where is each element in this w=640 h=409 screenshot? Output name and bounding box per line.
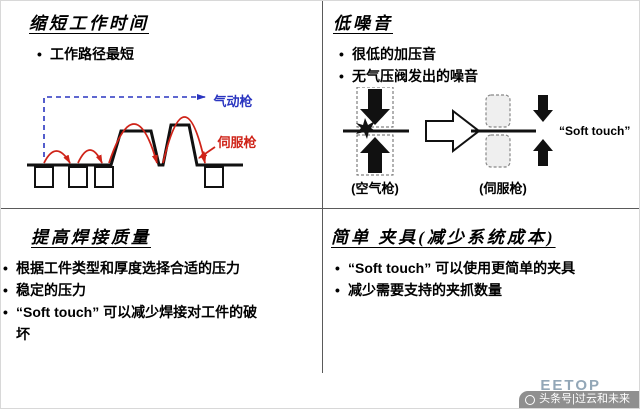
section-title-shorten-work-time: 缩短工作时间 — [29, 14, 149, 33]
servo-gun-caption: (伺服枪) — [479, 181, 527, 196]
clamp-box — [94, 166, 114, 188]
servo-down-force-arrow-icon — [533, 95, 553, 122]
air-gun-caption: (空气枪) — [351, 181, 399, 196]
bullet-item: 减少需要支持的夹抓数量 — [335, 279, 637, 301]
air-electrode-outline-bottom — [356, 134, 394, 176]
watermark-logo-icon — [525, 394, 536, 405]
section-weld-quality: 提高焊接质量 根据工件类型和厚度选择合适的压力 稳定的压力 “Soft touc… — [1, 209, 322, 373]
workpiece-profile — [27, 123, 243, 167]
bullet-item: “Soft touch” 可以减少焊接对工件的破坏 — [3, 301, 259, 345]
servo-hop-arc — [108, 123, 158, 164]
transition-arrow-icon — [425, 108, 481, 154]
path-comparison-diagram: 气动枪 伺服枪 — [27, 94, 257, 188]
section-low-noise: 低噪音 很低的加压音 无气压阀发出的噪音 — [323, 1, 639, 208]
bullet-item: 无气压阀发出的噪音 — [339, 65, 637, 87]
bullet-item: 工作路径最短 — [37, 43, 318, 65]
bullet-list: 很低的加压音 无气压阀发出的噪音 — [339, 43, 637, 87]
watermark-banner: 头条号|过云和未来 — [519, 391, 639, 408]
pneumatic-gun-label: 气动枪 — [213, 94, 252, 109]
bullet-list: 工作路径最短 — [37, 43, 318, 65]
servo-hop-arc — [43, 150, 71, 164]
bullet-list: “Soft touch” 可以使用更简单的夹具 减少需要支持的夹抓数量 — [335, 257, 637, 301]
servo-electrode-bottom — [485, 134, 511, 168]
servo-label-arrow — [198, 146, 216, 159]
servo-hop-arc — [77, 149, 103, 164]
soft-touch-label: “Soft touch” — [559, 124, 630, 138]
bullet-item: 很低的加压音 — [339, 43, 637, 65]
air-down-force-arrow-icon — [360, 89, 390, 125]
section-simple-fixtures: 简单 夹具(减少系统成本) “Soft touch” 可以使用更简单的夹具 减少… — [323, 209, 639, 373]
bullet-item: 稳定的压力 — [3, 279, 259, 301]
section-title-simple-fixtures: 简单 夹具(减少系统成本) — [331, 228, 556, 247]
servo-up-force-arrow-icon — [533, 139, 553, 166]
bullet-item: “Soft touch” 可以使用更简单的夹具 — [335, 257, 637, 279]
servo-hop-arc — [162, 116, 207, 164]
clamp-box — [68, 166, 88, 188]
vertical-divider — [322, 1, 323, 373]
horizontal-divider — [1, 208, 639, 209]
brand-logo: EETOP — [540, 377, 601, 394]
section-shorten-work-time: 缩短工作时间 工作路径最短 — [1, 1, 322, 208]
air-electrode-outline-top — [356, 87, 394, 128]
impact-spark-icon — [356, 118, 377, 139]
noise-comparison-diagram: “Soft touch” (空气枪) (伺服枪) — [343, 87, 630, 196]
servo-gun-label: 伺服枪 — [216, 135, 256, 150]
watermark-text: 头条号|过云和未来 — [539, 393, 630, 405]
section-title-weld-quality: 提高焊接质量 — [31, 228, 151, 247]
clamp-box — [204, 166, 224, 188]
section-title-low-noise: 低噪音 — [333, 14, 393, 33]
bullet-list: 根据工件类型和厚度选择合适的压力 稳定的压力 “Soft touch” 可以减少… — [3, 257, 259, 345]
bullet-item: 根据工件类型和厚度选择合适的压力 — [3, 257, 259, 279]
servo-electrode-top — [485, 94, 511, 128]
clamp-box — [34, 166, 54, 188]
pneumatic-path — [43, 94, 206, 157]
air-up-force-arrow-icon — [360, 137, 390, 173]
